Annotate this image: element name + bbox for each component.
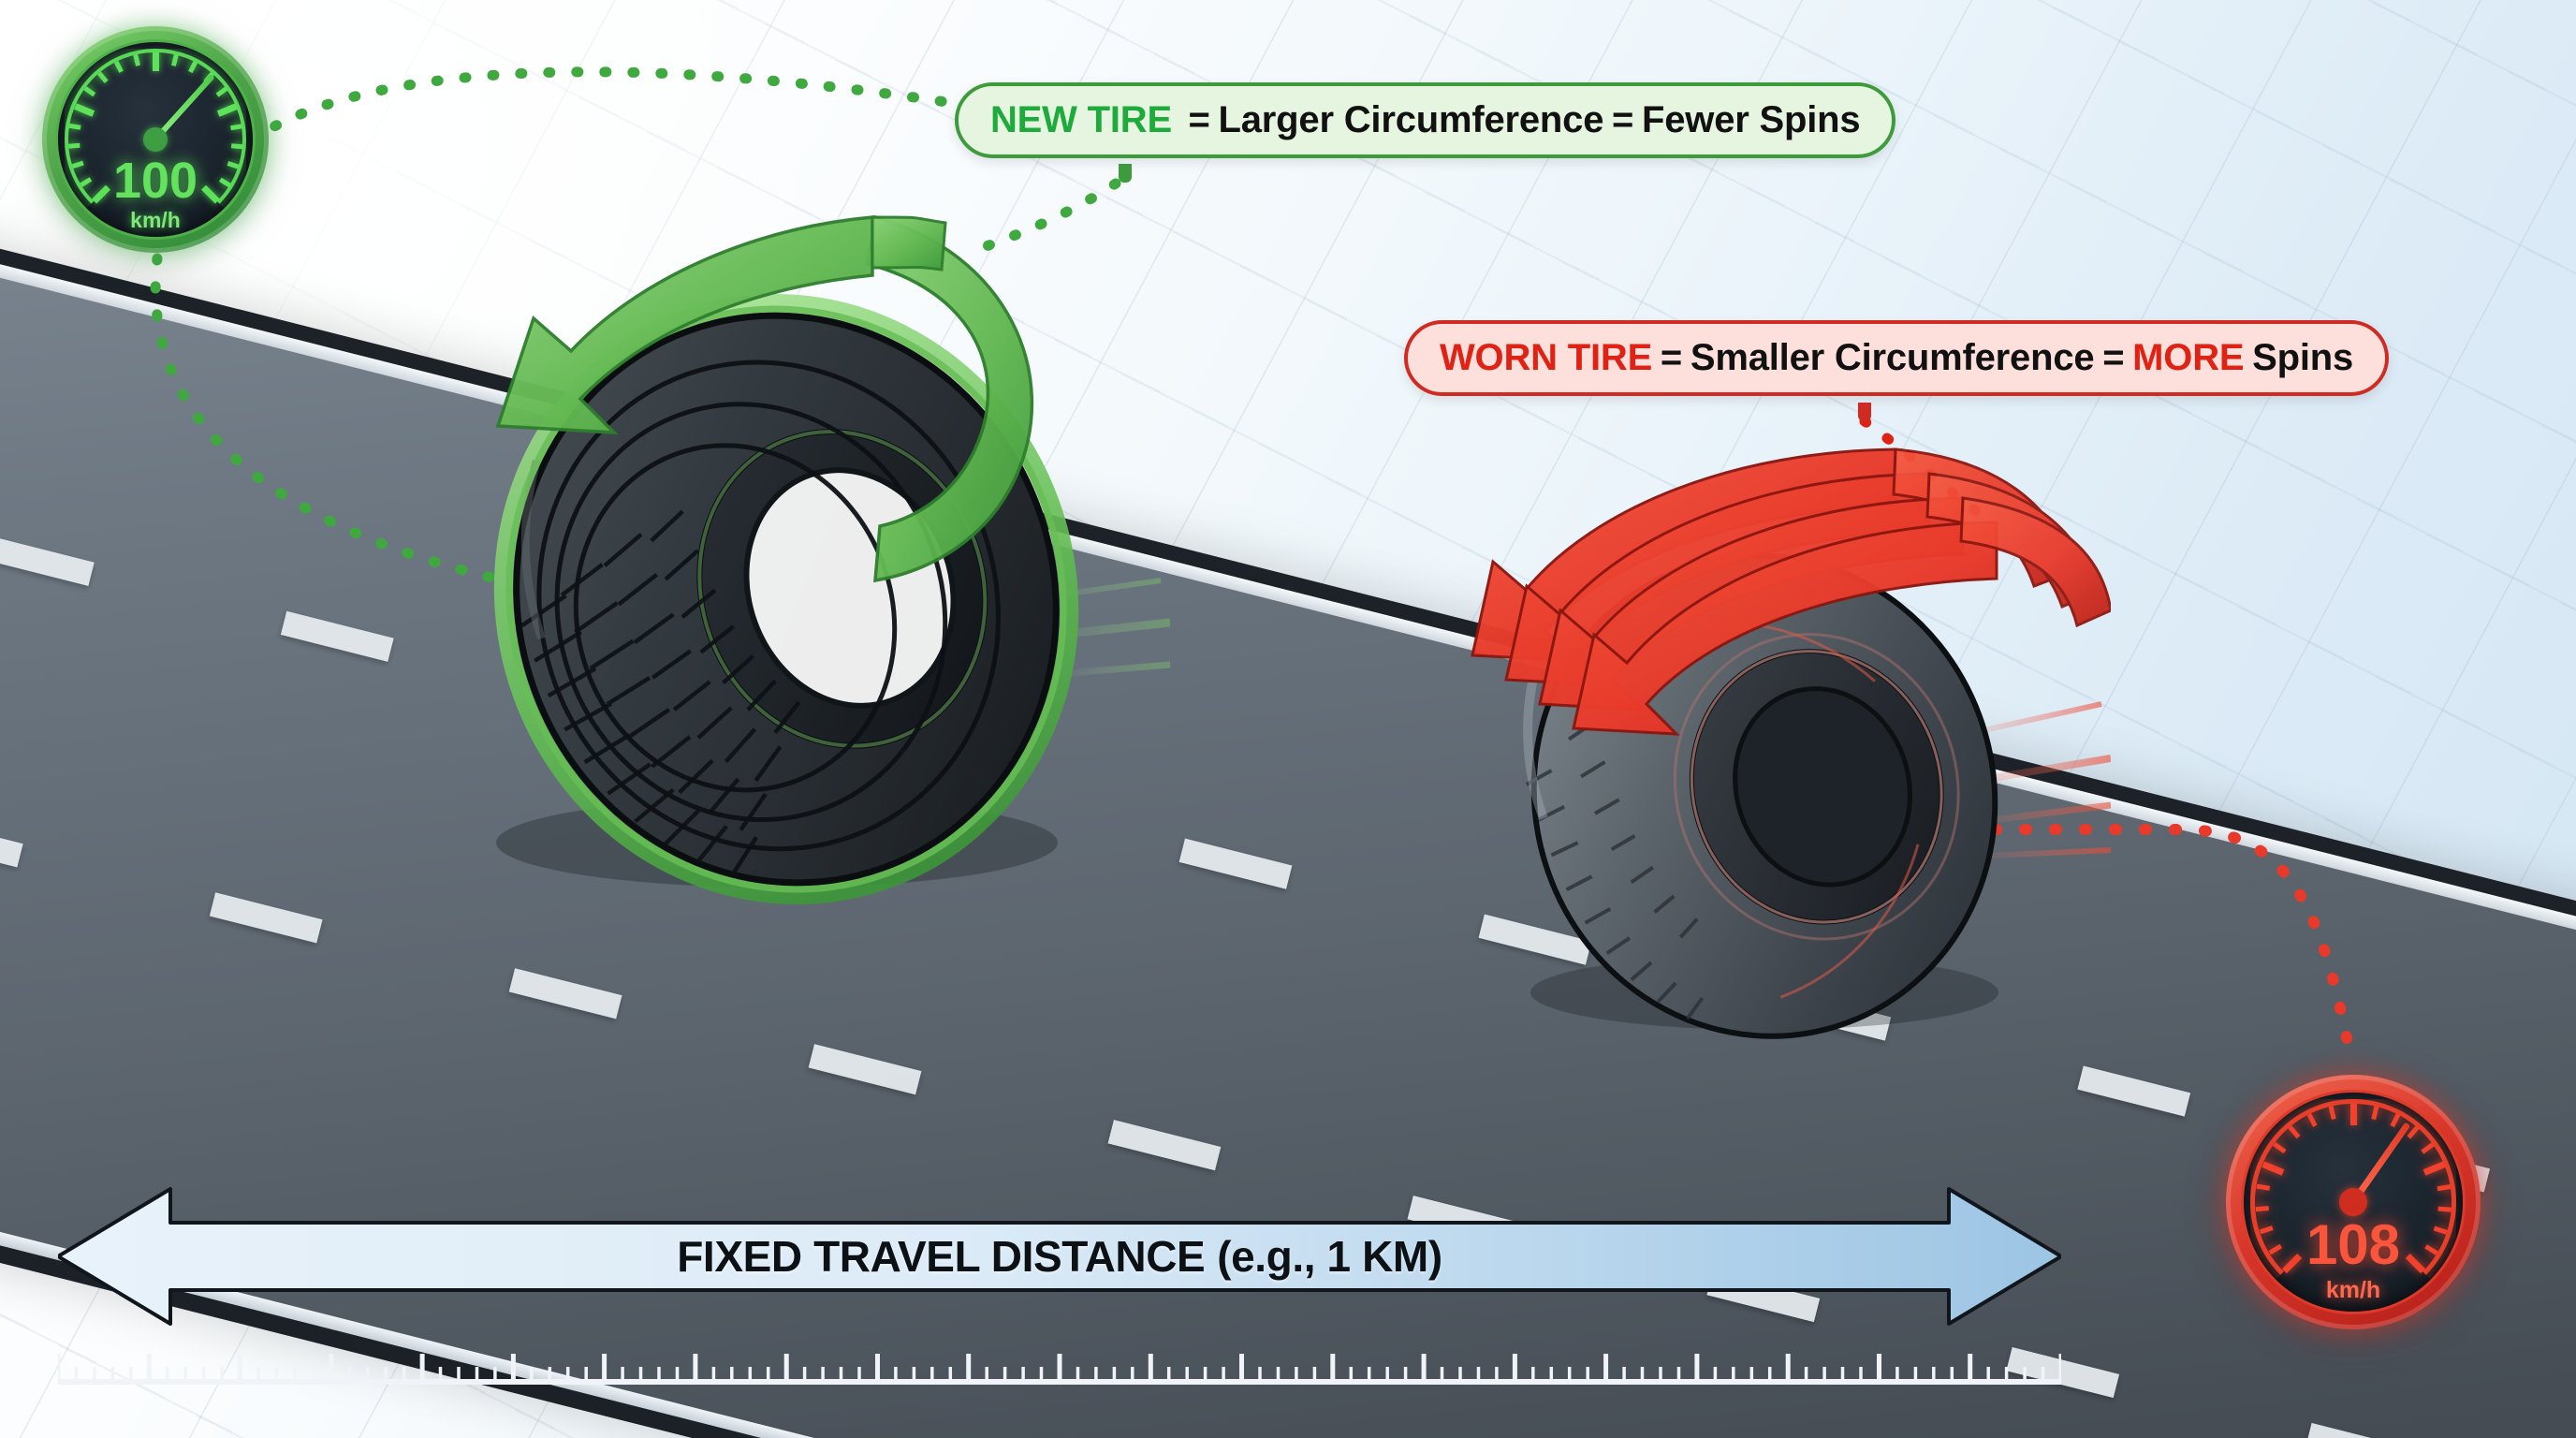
new-tire-tread-blocks	[520, 509, 801, 878]
fixed-distance-arrow	[58, 1187, 2061, 1326]
gauge-tick	[2288, 1125, 2300, 1139]
gauge-tick	[96, 71, 109, 83]
banner-worn-tail-highlight: MORE	[2132, 337, 2245, 378]
gauge-tick	[83, 86, 95, 97]
new-tire-illustration	[493, 214, 1171, 904]
gauge-tick	[2437, 1206, 2452, 1212]
worn-tire-illustration	[1471, 448, 2113, 1039]
banner-worn-highlight: WORN TIRE	[1440, 337, 1653, 378]
banner-new-pointer	[1119, 164, 1132, 183]
gauge-unit-red: km/h	[2325, 1277, 2381, 1303]
worn-tire	[1456, 431, 2113, 1049]
gauge-tick	[68, 124, 81, 130]
worn-tire-speedometer: 108 km/h	[2226, 1075, 2481, 1329]
banner-worn-pointer	[1858, 403, 1871, 421]
gauge-tick	[2390, 1113, 2400, 1127]
new-tire	[440, 197, 1171, 908]
gauge-tick	[2255, 1206, 2269, 1212]
banner-new-mid: Larger Circumference	[1218, 99, 1604, 140]
banner-new-eq1: =	[1188, 99, 1210, 140]
distance-sub-text: (e.g., 1 KM)	[1217, 1232, 1442, 1281]
gauge-tick	[113, 60, 124, 73]
worn-tire-rotation-arrows	[1471, 448, 2113, 736]
worn-tire-banner: WORN TIRE = Smaller Circumference = MORE…	[1404, 320, 2390, 396]
gauge-tick	[2261, 1161, 2284, 1176]
gauge-tick	[2422, 1161, 2446, 1176]
gauge-hub-green	[143, 127, 168, 152]
gauge-tick	[2328, 1106, 2335, 1120]
gauge-tick	[2437, 1184, 2451, 1191]
distance-main-text: FIXED TRAVEL DISTANCE	[677, 1232, 1206, 1281]
gauge-tick	[2272, 1142, 2286, 1154]
new-tire-speedometer: 100 km/h	[42, 26, 269, 253]
gauge-tick	[229, 124, 242, 130]
gauge-tick	[215, 86, 227, 97]
gauge-tick	[67, 143, 80, 149]
gauge-tick	[2421, 1142, 2435, 1154]
banner-worn-mid: Smaller Circumference	[1690, 337, 2095, 378]
new-tire-banner: NEW TIRE = Larger Circumference = Fewer …	[955, 82, 1896, 158]
banner-worn-tail: Spins	[2252, 337, 2354, 378]
gauge-tick	[2349, 1104, 2357, 1126]
gauge-ticks-red	[2226, 1075, 2481, 1329]
banner-worn-eq1: =	[1660, 337, 1683, 378]
gauge-tick	[152, 51, 159, 72]
fixed-distance-label: FIXED TRAVEL DISTANCE (e.g., 1 KM)	[58, 1181, 2061, 1331]
gauge-tick	[2306, 1113, 2317, 1127]
gauge-tick	[187, 60, 198, 73]
gauge-tick	[230, 143, 243, 149]
gauge-ticks-green	[42, 26, 269, 253]
gauge-unit-green: km/h	[130, 208, 181, 232]
banner-new-highlight: NEW TIRE	[990, 99, 1172, 140]
gauge-tick	[133, 53, 140, 66]
worn-tire-shallow-tread	[1525, 722, 1705, 1020]
ruler-tick-group	[58, 1354, 2061, 1382]
banner-worn-eq2: =	[2102, 337, 2125, 378]
gauge-tick	[2371, 1106, 2378, 1120]
new-tire-rotation-arrow	[495, 214, 1034, 583]
banner-new-eq2: =	[1612, 99, 1634, 140]
gauge-hub-red	[2339, 1188, 2367, 1216]
gauge-tick	[73, 103, 95, 117]
gauge-tick	[170, 53, 178, 66]
gauge-tick	[216, 103, 238, 117]
gauge-value-green: 100	[112, 153, 198, 209]
gauge-tick	[2256, 1184, 2270, 1191]
banner-new-tail: Fewer Spins	[1642, 99, 1861, 140]
gauge-value-red: 108	[2305, 1213, 2401, 1276]
distance-ruler	[58, 1354, 2061, 1385]
